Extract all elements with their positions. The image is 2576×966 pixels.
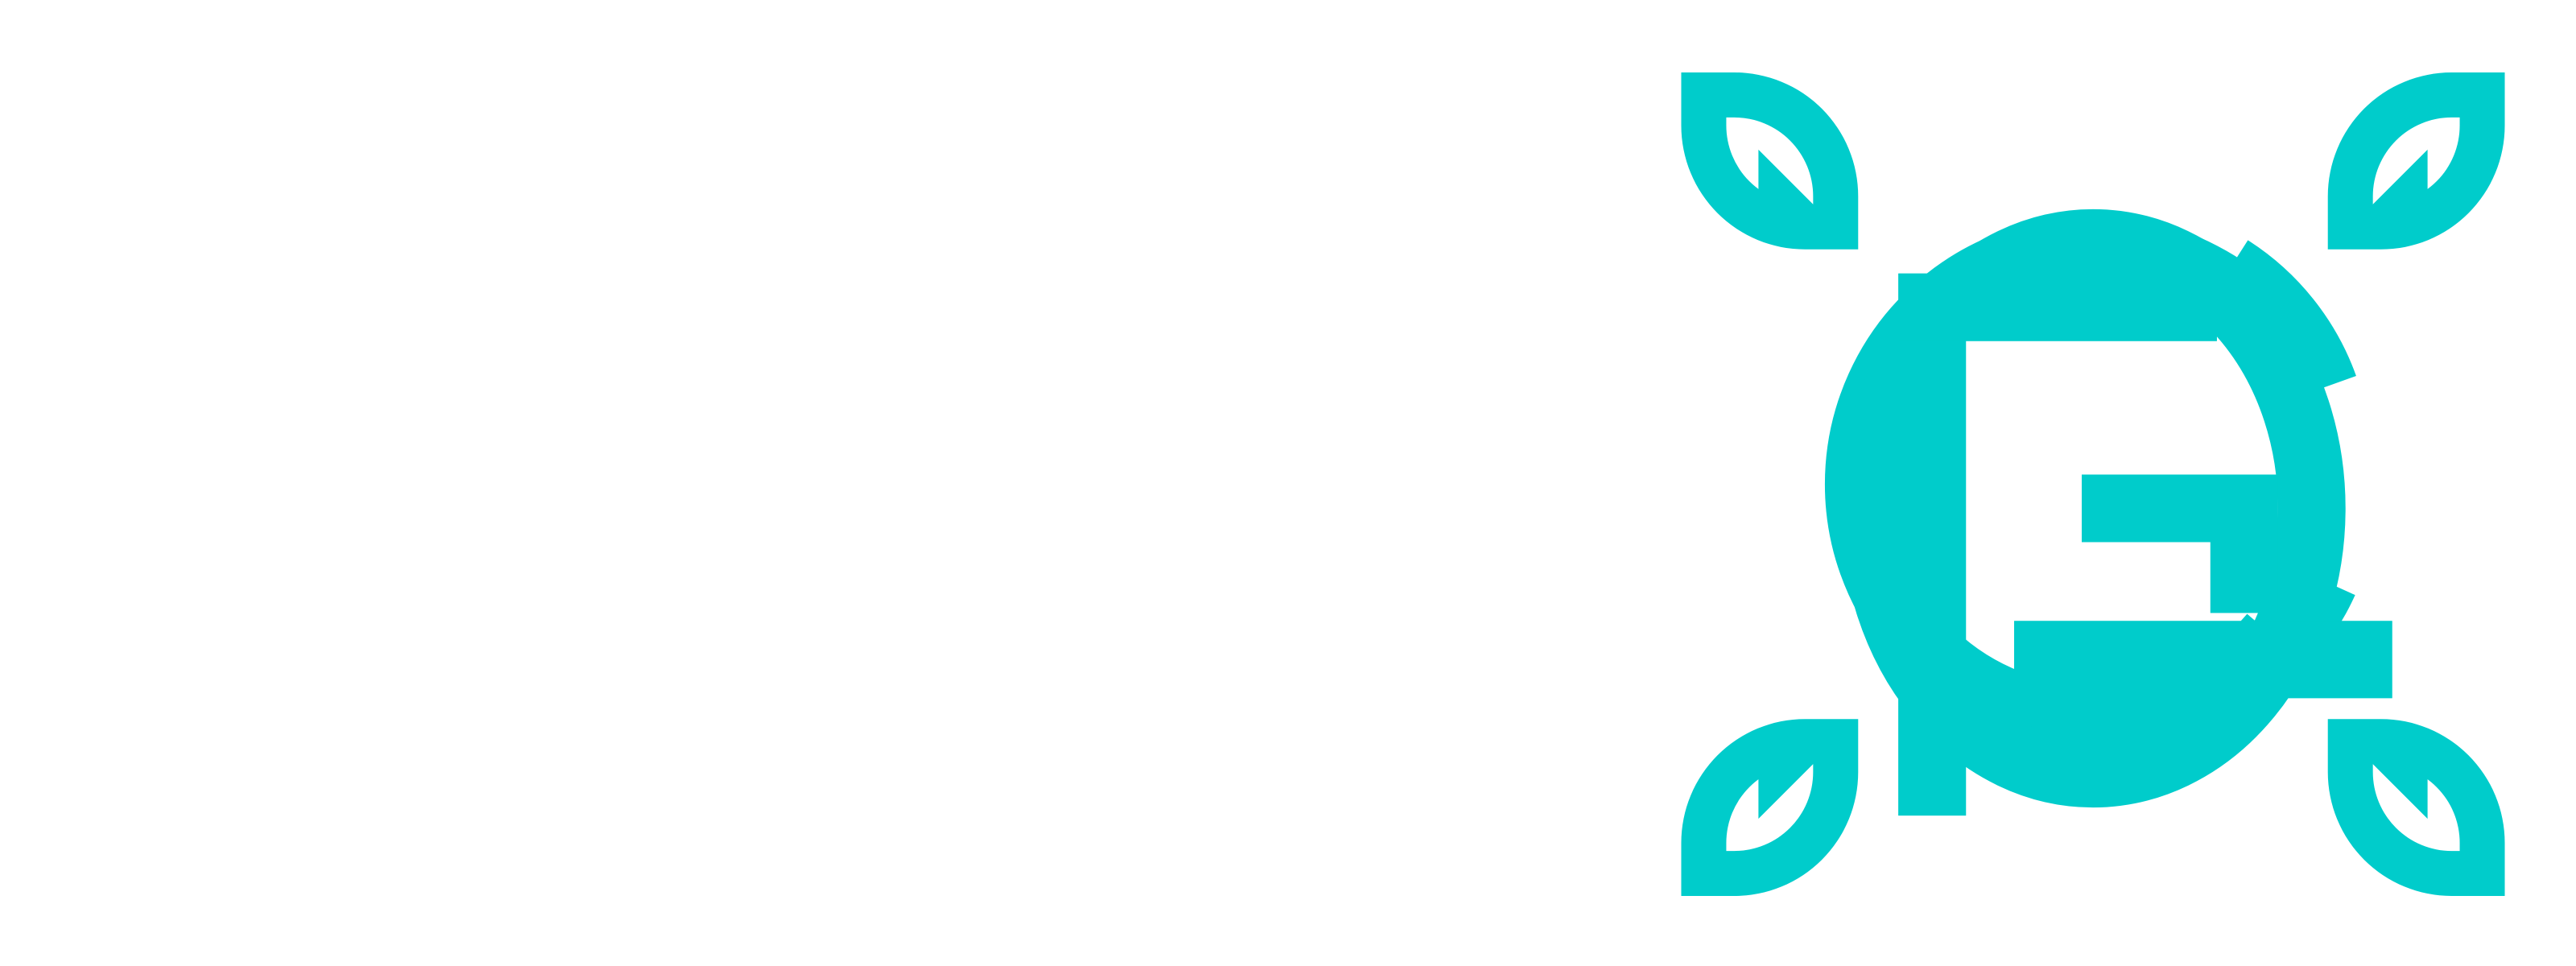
letter-e-overlay-repaint — [1898, 273, 2392, 816]
logo-mark: Logo — [1666, 58, 2520, 910]
leaf-bottom-right-icon — [2327, 719, 2505, 897]
logo-svg — [1681, 72, 2505, 897]
leaf-bottom-left-icon — [1681, 719, 1859, 897]
leaf-top-right-icon — [2327, 72, 2505, 250]
leaf-top-left-icon — [1681, 72, 1859, 250]
